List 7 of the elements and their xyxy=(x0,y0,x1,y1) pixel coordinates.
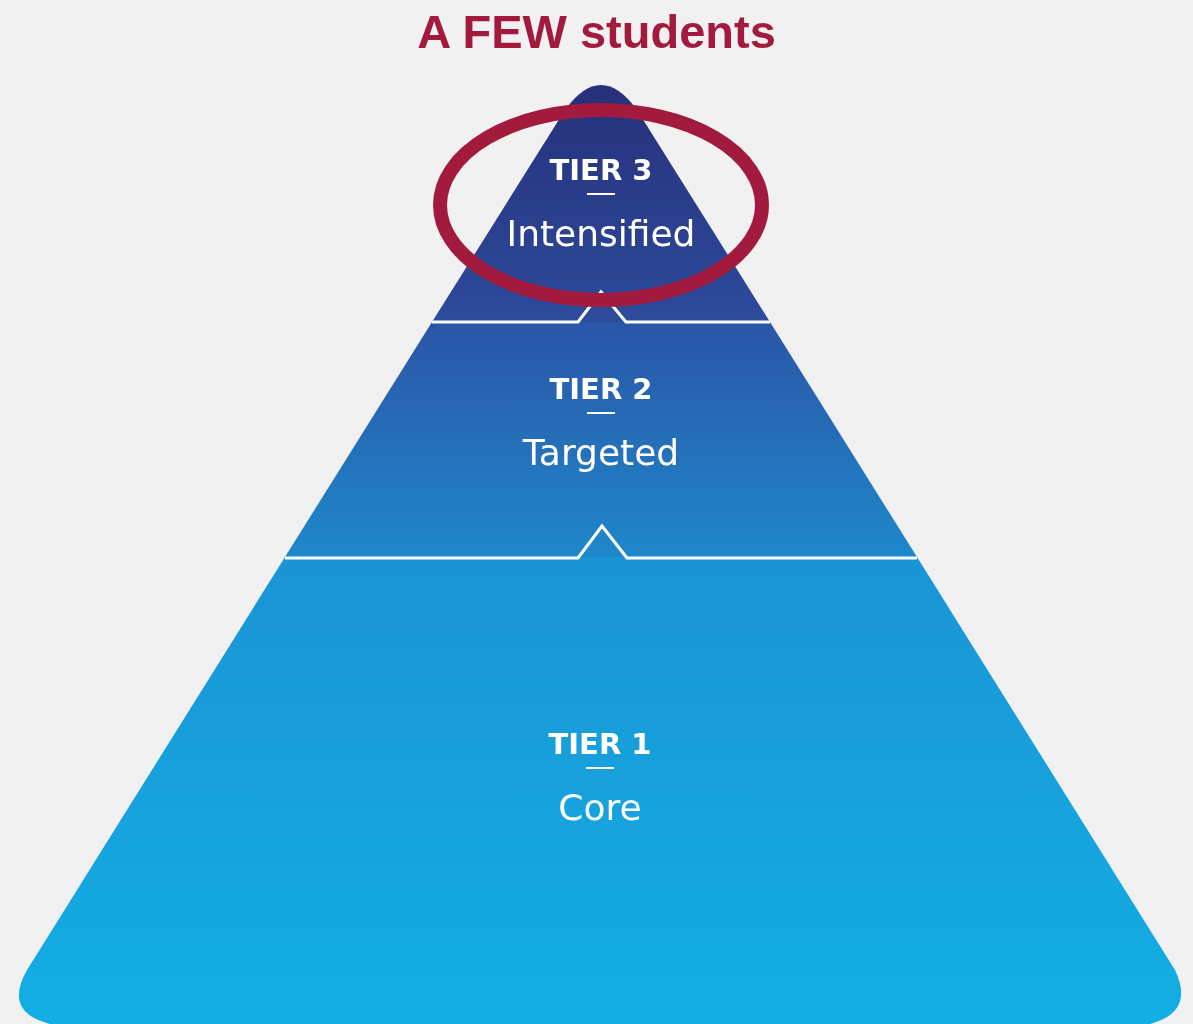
tier-number: TIER 1 xyxy=(548,727,652,761)
tier-number: TIER 2 xyxy=(549,372,653,406)
tier-name: Targeted xyxy=(522,432,680,474)
tier-name: Core xyxy=(558,787,642,829)
tier-number: TIER 3 xyxy=(549,153,653,187)
diagram-title: A FEW students xyxy=(417,5,776,58)
tier-name: Intensified xyxy=(506,213,696,255)
